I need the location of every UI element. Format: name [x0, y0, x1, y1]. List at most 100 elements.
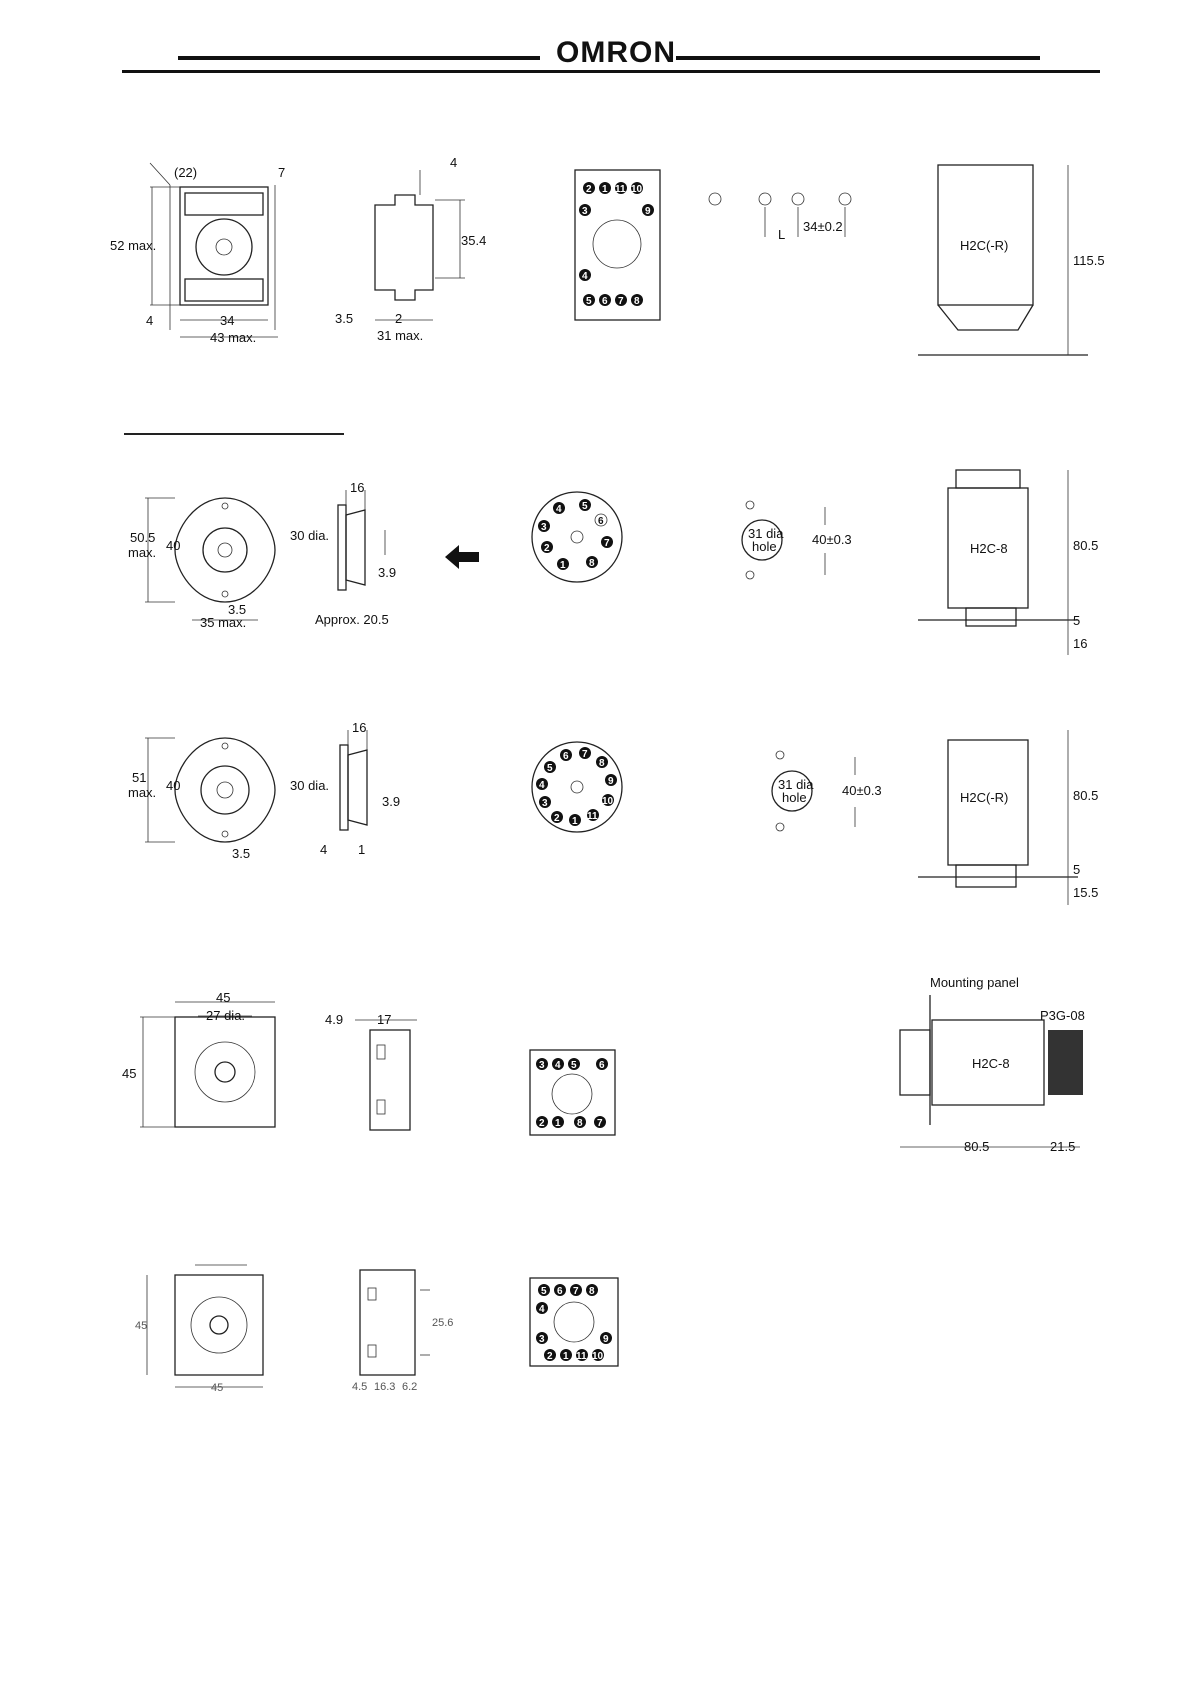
row2-front-d5: 35 max.	[200, 615, 246, 630]
row3-cutout-d1: 40±0.3	[842, 783, 882, 798]
row3-side-d2: 30 dia.	[290, 778, 329, 793]
row2-cutout-d1: 40±0.3	[812, 532, 852, 547]
row1-mounting-holes: L 34±0.2	[708, 192, 852, 242]
row1-front-d1: (22)	[174, 165, 197, 180]
row2-timer-d1: 80.5	[1073, 538, 1098, 553]
row4-pin-bottom-1: 1	[555, 1118, 561, 1129]
row4-pin-diagram: 3 4 5 6 2 1 8 7	[529, 1049, 616, 1136]
row3-timer-d2: 5	[1073, 862, 1080, 877]
row2-front-d4: 3.5	[228, 602, 246, 617]
row5-pin-l1: 4	[539, 1304, 545, 1315]
row1-pin-bottom-3: 8	[634, 296, 640, 307]
row4-pin-bottom-3: 7	[597, 1118, 603, 1129]
row4-pin-bottom-0: 2	[539, 1118, 545, 1129]
row3-pin-diagram: 1 2 3 4 5 6 7 8 9 10 11	[531, 741, 623, 833]
row5-pin-top-2: 7	[573, 1286, 579, 1297]
row5-pin-top-3: 8	[589, 1286, 595, 1297]
row2-arrow	[445, 545, 479, 569]
row1-pin-left1: 3	[582, 206, 588, 217]
row1-pin-top-3: 10	[631, 184, 643, 195]
row5-pin-top-0: 5	[541, 1286, 547, 1297]
row2-front-d2: max.	[128, 545, 156, 560]
row1-front-view: (22) 7 52 max. 4 34 43 max.	[110, 162, 285, 345]
row3-side-d1: 16	[352, 720, 366, 735]
row5-pin-bottom-3: 10	[592, 1351, 604, 1362]
row4-mount-d1: 80.5	[964, 1139, 989, 1154]
row4-mount-panel: Mounting panel	[930, 975, 1019, 990]
row2-side-d4: Approx. 20.5	[315, 612, 389, 627]
row1-side-d2: 35.4	[461, 233, 486, 248]
row4-pin-bottom-2: 8	[577, 1118, 583, 1129]
row5-side-d2: 4.5	[352, 1381, 367, 1393]
row1-side-d3: 3.5	[335, 311, 353, 326]
row3-panel-cutout: 31 dia hole 40±0.3	[771, 750, 882, 832]
row5-front-view: 45 45	[135, 1264, 264, 1394]
row5-front-d1: 45	[135, 1320, 147, 1332]
row2-pin-diagram: 1 2 3 4 5 6 7 8	[531, 491, 623, 583]
row1-side-d5: 31 max.	[377, 328, 423, 343]
row3-timer-view: H2C(-R) 80.5 5 15.5	[918, 730, 1098, 905]
row4-mount-d2: 21.5	[1050, 1139, 1075, 1154]
row3-pin-3: 4	[539, 780, 545, 791]
row3-side-d3: 3.9	[382, 794, 400, 809]
row1-front-d2: 7	[278, 165, 285, 180]
row3-pin-0: 1	[572, 816, 578, 827]
row3-timer-d1: 80.5	[1073, 788, 1098, 803]
row1-pin-bottom-0: 5	[586, 296, 592, 307]
row4-front-d3: 45	[122, 1066, 136, 1081]
row3-pin-1: 2	[554, 813, 560, 824]
row4-side-view: 4.9 17	[325, 1012, 417, 1131]
row2-cutout-l1: 31 dia	[748, 526, 784, 541]
row3-cutout-l2: hole	[782, 790, 807, 805]
row3-pin-2: 3	[542, 798, 548, 809]
row3-side-d5: 1	[358, 842, 365, 857]
row3-pin-4: 5	[547, 763, 553, 774]
row2-pin-2: 3	[541, 522, 547, 533]
row3-front-d1: 51	[132, 770, 146, 785]
row2-pin-7: 8	[589, 558, 595, 569]
row4-pin-top-1: 4	[555, 1060, 561, 1071]
row5-side-d3: 16.3	[374, 1381, 395, 1393]
row2-timer-d2: 5	[1073, 613, 1080, 628]
row2-timer-label: H2C-8	[970, 541, 1008, 556]
row5-side-d4: 6.2	[402, 1381, 417, 1393]
row4-mount-socket: P3G-08	[1040, 1008, 1085, 1023]
row2-side-d3: 3.9	[378, 565, 396, 580]
header-rule-left	[178, 56, 540, 60]
row2-pin-0: 1	[560, 560, 566, 571]
row3-timer-d3: 15.5	[1073, 885, 1098, 900]
row1-holes-d2: 34±0.2	[803, 219, 843, 234]
row3-pin-6: 7	[582, 749, 588, 760]
row5-pin-diagram: 5 6 7 8 4 3 9 2 1 11 10	[529, 1277, 619, 1367]
row2-front-view: 50.5 max. 40 3.5 35 max.	[128, 497, 276, 630]
row3-front-d2: max.	[128, 785, 156, 800]
row4-mount-label: H2C-8	[972, 1056, 1010, 1071]
row1-front-d5: 34	[220, 313, 234, 328]
header-rule-bottom	[122, 70, 1100, 73]
row5-pin-bottom-2: 11	[576, 1351, 587, 1362]
row2-panel-cutout: 31 dia hole 40±0.3	[741, 500, 852, 580]
row4-side-d1: 4.9	[325, 1012, 343, 1027]
row1-front-d4: 4	[146, 313, 153, 328]
row1-timer-label: H2C(-R)	[960, 238, 1008, 253]
row3-cutout-l1: 31 dia	[778, 777, 814, 792]
row3-pin-8: 9	[608, 776, 614, 787]
row2-pin-1: 2	[544, 543, 550, 554]
row2-timer-d3: 16	[1073, 636, 1087, 651]
row2-pin-3: 4	[556, 504, 562, 515]
row1-pin-bottom-1: 6	[602, 296, 608, 307]
row3-pin-5: 6	[563, 751, 569, 762]
row3-pin-10: 11	[587, 811, 598, 822]
row4-side-d2: 17	[377, 1012, 391, 1027]
row3-front-view: 51 max. 40 3.5	[128, 737, 276, 861]
row2-pin-5: 6	[598, 516, 604, 527]
row3-pin-9: 10	[602, 796, 614, 807]
row4-front-d2: 27 dia.	[206, 1008, 245, 1023]
row5-pin-bottom-1: 1	[563, 1351, 569, 1362]
row5-pin-l2: 3	[539, 1334, 545, 1345]
row1-side-view: 4 35.4 3.5 2 31 max.	[335, 155, 486, 343]
brand-logo: OMRON	[556, 36, 676, 69]
row5-side-d1: 25.6	[432, 1317, 453, 1329]
row5-pin-bottom-0: 2	[547, 1351, 553, 1362]
row1-pin-top-2: 11	[615, 184, 626, 195]
